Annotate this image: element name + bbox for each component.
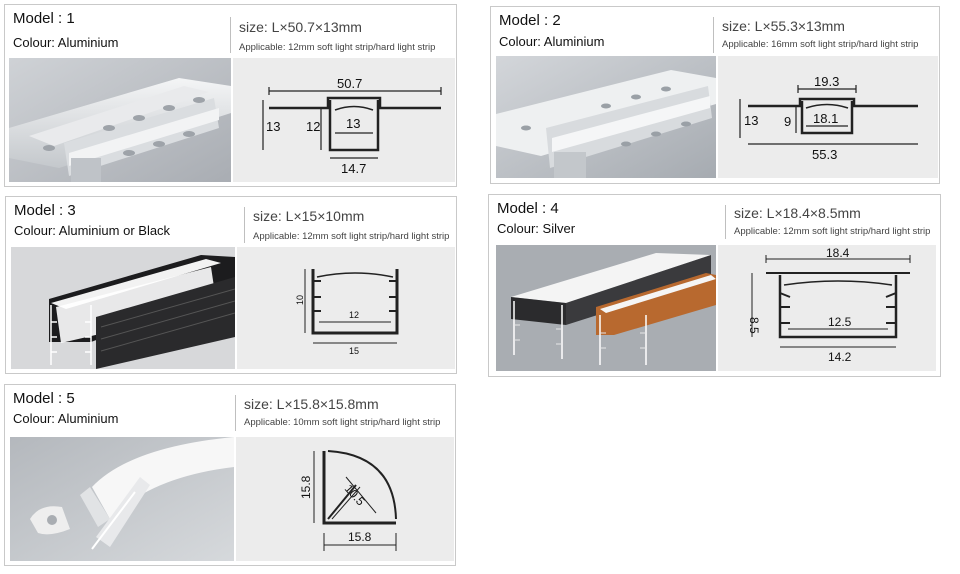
size-label: size: L×55.3×13mm — [722, 18, 845, 34]
product-card-model-2: Model : 2 Colour: Aluminium size: L×55.3… — [490, 6, 940, 184]
model-title: Model : 2 — [499, 12, 561, 29]
product-card-model-3: Model : 3 Colour: Aluminium or Black siz… — [5, 196, 457, 374]
cross-section-diagram: 50.7 13 12 13 14.7 — [233, 58, 455, 182]
divider — [230, 17, 231, 53]
dim-top-width: 18.4 — [826, 246, 850, 260]
product-card-model-4: Model : 4 Colour: Silver size: L×18.4×8.… — [488, 194, 941, 377]
model-title: Model : 3 — [14, 202, 76, 219]
colour-label: Colour: Aluminium or Black — [14, 223, 171, 238]
dim-height: 8.5 — [747, 317, 761, 334]
product-card-model-1: Model : 1 Colour: Aluminium size: L×50.7… — [4, 4, 457, 187]
product-card-model-5: Model : 5 Colour: Aluminium size: L×15.8… — [4, 384, 456, 566]
product-photo — [496, 245, 716, 371]
dim-width: 15.8 — [348, 530, 372, 544]
applicable-label: Applicable: 12mm soft light strip/hard l… — [239, 42, 436, 53]
dim-overall-width: 55.3 — [812, 147, 837, 162]
size-label: size: L×15×10mm — [253, 208, 365, 224]
dim-height: 13 — [744, 113, 758, 128]
colour-label: Colour: Silver — [497, 221, 576, 236]
size-label: size: L×18.4×8.5mm — [734, 205, 861, 221]
colour-label: Colour: Aluminium — [13, 35, 119, 50]
size-label: size: L×50.7×13mm — [239, 19, 362, 35]
dim-top-width: 19.3 — [814, 74, 839, 89]
cross-section-diagram: 15.8 10.5 15.8 — [236, 437, 454, 561]
cross-section-diagram: 10 12 15 — [237, 247, 455, 369]
model-title: Model : 4 — [497, 200, 559, 217]
applicable-label: Applicable: 12mm soft light strip/hard l… — [253, 231, 450, 242]
product-photo — [11, 247, 235, 369]
dim-height: 10 — [295, 295, 305, 305]
product-photo — [10, 437, 234, 561]
divider — [244, 207, 245, 243]
dim-bottom-width: 14.7 — [341, 161, 366, 176]
applicable-label: Applicable: 12mm soft light strip/hard l… — [734, 226, 931, 237]
dim-inner-height: 12 — [306, 119, 320, 134]
dim-inner-height: 9 — [784, 114, 791, 129]
cross-section-diagram: 19.3 13 9 18.1 55.3 — [718, 56, 938, 178]
cross-section-diagram: 18.4 8.5 12.5 14.2 — [718, 245, 936, 371]
colour-label: Colour: Aluminium — [499, 34, 605, 49]
applicable-label: Applicable: 16mm soft light strip/hard l… — [722, 39, 919, 50]
dim-height: 15.8 — [299, 475, 313, 499]
dim-inner-width: 13 — [346, 116, 360, 131]
divider — [713, 17, 714, 53]
product-photo — [496, 56, 716, 178]
dim-inner-width: 12.5 — [828, 315, 852, 329]
divider — [235, 395, 236, 431]
dim-height: 13 — [266, 119, 280, 134]
dim-overall-width: 50.7 — [337, 76, 362, 91]
size-label: size: L×15.8×15.8mm — [244, 396, 379, 412]
product-photo — [9, 58, 231, 182]
model-title: Model : 1 — [13, 10, 75, 27]
dim-bottom-width: 14.2 — [828, 350, 852, 364]
colour-label: Colour: Aluminium — [13, 411, 119, 426]
applicable-label: Applicable: 10mm soft light strip/hard l… — [244, 417, 441, 428]
model-title: Model : 5 — [13, 390, 75, 407]
dim-outer-width: 15 — [349, 346, 359, 356]
divider — [725, 205, 726, 239]
dim-inner-width: 18.1 — [813, 111, 838, 126]
dim-inner-width: 12 — [349, 310, 359, 320]
dim-radius: 10.5 — [342, 482, 368, 509]
